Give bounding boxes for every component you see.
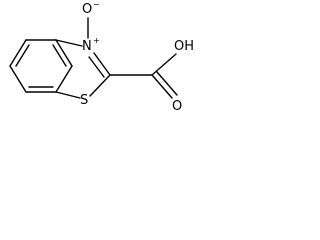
bond-c1-c2	[9, 39, 27, 67]
bond-c3-n	[55, 39, 83, 47]
benzene-ring	[9, 39, 73, 93]
molecule-drawing: O − N + S OH O	[9, 0, 194, 114]
bond-c6-c1	[9, 65, 27, 93]
bond-c-o-double-2	[156, 71, 178, 96]
bond-s-c4	[55, 91, 81, 99]
atom-n-label: N	[82, 39, 92, 54]
bond-c-o-double-1	[151, 74, 173, 99]
hydroxyl-label: OH	[174, 39, 194, 54]
o-negative-charge: −	[93, 0, 100, 9]
structure-diagram: O − N + S OH O	[0, 0, 212, 124]
thiazole-ring	[55, 39, 111, 99]
bond-c-oh	[151, 53, 177, 76]
carbonyl-o-label: O	[172, 99, 182, 114]
atom-o-minus-label: O	[82, 2, 92, 17]
bond-n-c2-double	[88, 56, 105, 78]
bond-n-c2	[93, 52, 111, 76]
double-bond-inner-2	[52, 44, 67, 67]
n-positive-charge: +	[93, 36, 100, 45]
carboxylic-acid-group	[109, 53, 178, 99]
bond-c3-c4	[55, 39, 73, 67]
bond-c2-s	[89, 74, 111, 97]
atom-s-label: S	[80, 93, 88, 108]
double-bond-inner-1	[15, 44, 30, 67]
bond-c4-c5	[55, 65, 73, 93]
